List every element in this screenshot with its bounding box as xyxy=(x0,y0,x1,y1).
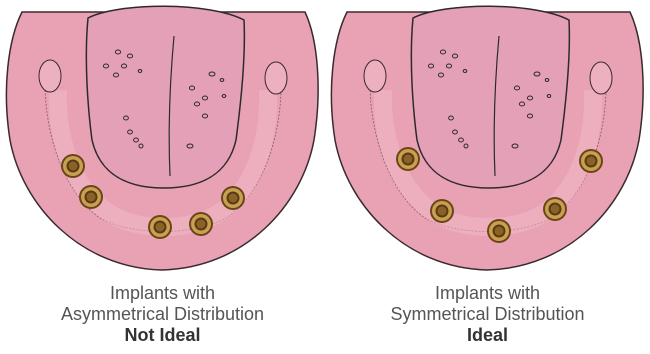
implant xyxy=(148,215,172,239)
tongue xyxy=(411,6,569,188)
implant xyxy=(430,199,454,223)
panel-symmetrical: Implants with Symmetrical Distribution I… xyxy=(325,0,650,354)
retromolar-pad-left xyxy=(364,60,386,92)
jaw-illustration-symmetrical xyxy=(325,0,650,282)
panel-asymmetrical: Implants with Asymmetrical Distribution … xyxy=(0,0,325,354)
implant xyxy=(189,212,213,236)
implant xyxy=(396,147,420,171)
caption-symmetrical: Implants with Symmetrical Distribution I… xyxy=(325,283,650,346)
caption-line2: Symmetrical Distribution xyxy=(325,304,650,325)
retromolar-pad-right xyxy=(590,62,612,94)
caption-line1: Implants with xyxy=(0,283,325,304)
retromolar-pad-left xyxy=(39,60,61,92)
caption-asymmetrical: Implants with Asymmetrical Distribution … xyxy=(0,283,325,346)
implant xyxy=(487,219,511,243)
implant xyxy=(221,186,245,210)
jaw-illustration-asymmetrical xyxy=(0,0,325,282)
verdict-label: Ideal xyxy=(325,325,650,346)
caption-line1: Implants with xyxy=(325,283,650,304)
implant xyxy=(579,149,603,173)
implant xyxy=(543,197,567,221)
verdict-label: Not Ideal xyxy=(0,325,325,346)
retromolar-pad-right xyxy=(265,62,287,94)
caption-line2: Asymmetrical Distribution xyxy=(0,304,325,325)
tongue xyxy=(86,6,244,188)
implant xyxy=(61,154,85,178)
implant xyxy=(79,185,103,209)
